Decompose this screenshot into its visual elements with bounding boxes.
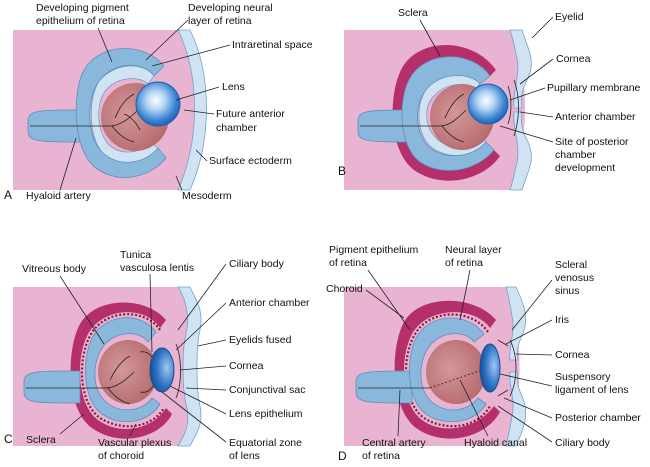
label-sclera-c: Sclera: [26, 434, 56, 446]
cornea-d: [509, 339, 517, 397]
lens-a: [135, 81, 181, 127]
label-future-anterior-2: chamber: [216, 122, 257, 134]
lens-d: [479, 343, 501, 393]
surface-ectoderm: [177, 29, 207, 191]
hyaloid-artery-vessel: [30, 109, 139, 127]
lens-b: [467, 83, 509, 125]
retina-d: [409, 317, 487, 423]
sclera-c: [70, 302, 172, 439]
label-vascular-plexus-1: Vascular plexus: [98, 437, 171, 449]
panel-a-labels: Developing pigment epithelium of retina …: [4, 2, 313, 202]
label-eyelids-fused: Eyelids fused: [229, 334, 292, 346]
label-scleral-sinus-3: sinus: [555, 285, 580, 297]
label-pigment-epithelium-d-2: of retina: [329, 257, 367, 269]
vitreous-body-d: [426, 340, 486, 404]
label-posterior-site-3: development: [555, 162, 615, 174]
eyelids-fused-c: [177, 286, 202, 447]
vitreous-body-c: [98, 340, 158, 404]
cornea-b: [513, 79, 519, 137]
label-pigment-epithelium-2: epithelium of retina: [36, 15, 125, 27]
label-hyaloid-artery: Hyaloid artery: [26, 190, 92, 202]
label-pigment-epithelium-1: Developing pigment: [36, 2, 129, 14]
label-suspensory-2: ligament of lens: [555, 384, 629, 396]
label-ciliary-body-d: Ciliary body: [555, 437, 611, 449]
label-tunica-2: vasculosa lentis: [120, 262, 194, 274]
eyelid-lower-d: [505, 371, 527, 447]
label-tunica-1: Tunica: [120, 249, 151, 261]
optic-stalk-c: [23, 370, 81, 404]
panel-letter-d: D: [338, 449, 347, 463]
label-equatorial-zone-2: of lens: [229, 450, 260, 462]
label-posterior-site-1: Site of posterior: [555, 136, 629, 148]
label-scleral-sinus-1: Scleral: [555, 259, 587, 271]
cornea-c: [175, 343, 181, 399]
label-surface-ectoderm: Surface ectoderm: [209, 155, 292, 167]
label-scleral-sinus-2: venosus: [555, 272, 594, 284]
panel-letter-c: C: [4, 432, 13, 446]
panel-c-labels: Vitreous body Tunica vasculosa lentis Ci…: [4, 249, 310, 462]
choroid-d: [404, 313, 491, 428]
label-choroid-d: Choroid: [326, 283, 363, 295]
optic-cup-inner-b: [418, 75, 487, 156]
label-suspensory-1: Suspensory: [555, 371, 611, 383]
label-conjunctival-sac: Conjunctival sac: [229, 384, 305, 396]
label-anterior-chamber-b: Anterior chamber: [555, 111, 636, 123]
panel-letter-a: A: [4, 188, 12, 202]
label-neural-layer-d-2: of retina: [445, 257, 483, 269]
label-central-artery-2: of retina: [362, 450, 400, 462]
label-posterior-chamber-d: Posterior chamber: [555, 412, 641, 424]
label-neural-layer-d-1: Neural layer: [445, 244, 502, 256]
optic-stalk-d: [355, 370, 413, 404]
label-iris-d: Iris: [555, 314, 569, 326]
hyaloid-canal-d: [429, 369, 483, 389]
label-posterior-site-2: chamber: [555, 149, 596, 161]
label-future-anterior-1: Future anterior: [216, 108, 285, 120]
panel-letter-b: B: [338, 164, 346, 178]
label-sclera-b: Sclera: [398, 7, 428, 19]
label-pupillary-membrane: Pupillary membrane: [547, 82, 641, 94]
label-mesoderm: Mesoderm: [182, 190, 232, 202]
label-ciliary-body-c: Ciliary body: [229, 258, 285, 270]
label-cornea-d: Cornea: [555, 349, 590, 361]
iris-d: [497, 339, 509, 347]
label-lens-a: Lens: [222, 81, 245, 93]
eyelid-upper-b: [509, 29, 532, 109]
panel-b: [344, 29, 532, 191]
pupillary-membrane-b: [507, 85, 512, 125]
label-hyaloid-canal: Hyaloid canal: [464, 437, 527, 449]
panel-a: [13, 29, 207, 191]
panel-b-labels: Sclera Eyelid Cornea Pupillary membrane …: [338, 7, 641, 178]
optic-cup-inner: [90, 65, 159, 163]
panel-d-labels: Pigment epithelium of retina Neural laye…: [326, 244, 641, 463]
panel-c: [13, 286, 202, 447]
label-cornea-c: Cornea: [229, 360, 264, 372]
label-pigment-epithelium-d-1: Pigment epithelium: [329, 244, 419, 256]
label-neural-layer-2: layer of retina: [188, 15, 252, 27]
sclera-b: [392, 44, 500, 181]
sclera-d: [394, 300, 500, 439]
label-intraretinal-space: Intraretinal space: [232, 39, 313, 51]
label-central-artery-1: Central artery: [362, 437, 426, 449]
label-eyelid-b: Eyelid: [555, 11, 584, 23]
label-vascular-plexus-2: of choroid: [98, 450, 144, 462]
label-lens-epithelium: Lens epithelium: [229, 408, 303, 420]
label-vitreous-body: Vitreous body: [22, 263, 87, 275]
label-anterior-chamber-c: Anterior chamber: [229, 297, 310, 309]
label-cornea-b: Cornea: [556, 53, 591, 65]
panel-d: [344, 286, 527, 447]
label-neural-layer-1: Developing neural: [188, 2, 273, 14]
eyelid-upper-d: [505, 286, 527, 361]
lens-c: [149, 347, 175, 393]
label-equatorial-zone-1: Equatorial zone: [229, 437, 302, 449]
